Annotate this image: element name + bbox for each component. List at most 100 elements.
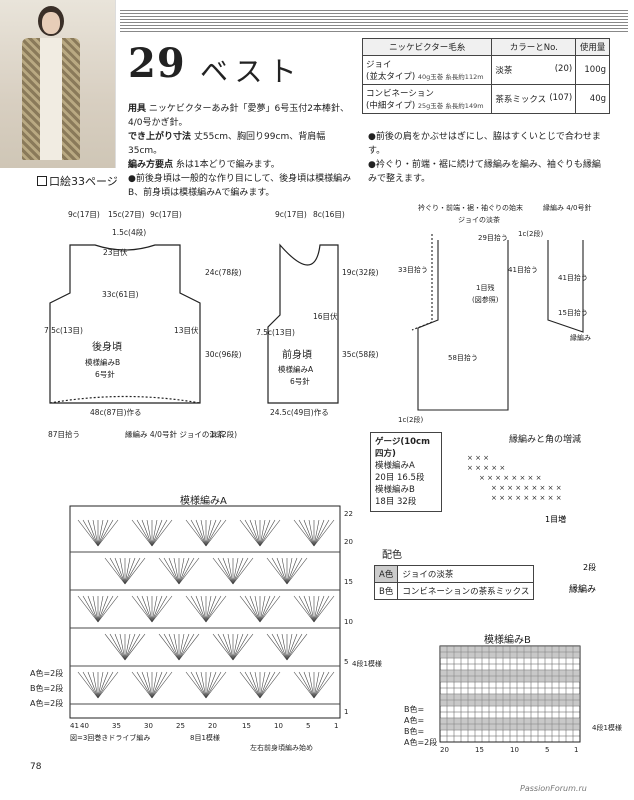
stripe-b: [440, 724, 580, 730]
svg-text:5: 5: [306, 722, 310, 730]
fan-stroke: [313, 595, 330, 623]
fan-stroke: [131, 519, 153, 547]
fan-stroke: [92, 671, 99, 699]
fan-stroke: [259, 519, 271, 547]
fan-stroke: [124, 633, 146, 661]
header-stripe: [120, 10, 628, 34]
fan-stroke: [281, 633, 288, 661]
fan-stroke: [97, 671, 114, 699]
fan-stroke: [259, 519, 276, 547]
fan-stroke: [200, 519, 207, 547]
fan-stroke: [286, 633, 303, 661]
fan-stroke: [97, 671, 104, 699]
fan-stroke: [136, 671, 153, 699]
front-dim-5: 35c(58段): [342, 349, 379, 359]
svg-text:35: 35: [112, 722, 121, 730]
pattern-a-title: 模様編みA: [180, 496, 227, 507]
fan-stroke: [124, 633, 131, 661]
fan-stroke: [151, 671, 168, 699]
amount-header: 使用量: [575, 38, 610, 56]
fan-stroke: [205, 671, 227, 699]
fan-stroke: [222, 633, 234, 661]
fan-stroke: [232, 557, 249, 585]
fan-stroke: [114, 557, 126, 585]
fan-stroke: [92, 595, 99, 623]
svg-text:10: 10: [344, 618, 353, 626]
fan-stroke: [232, 557, 254, 585]
fan-stroke: [205, 519, 212, 547]
fan-stroke: [151, 519, 158, 547]
fan-stroke: [271, 633, 288, 661]
pattern-b-side-labels: B色= A色= B色= A色=2段: [404, 705, 438, 747]
fan-stroke: [97, 519, 104, 547]
fan-stroke: [266, 633, 288, 661]
fan-stroke: [87, 519, 99, 547]
svg-text:10: 10: [510, 746, 519, 754]
yarn-cell: ジョイ(並太タイプ) 40g玉巻 糸長約112m: [361, 55, 493, 85]
stripe-b: [440, 718, 580, 724]
fan-stroke: [104, 633, 126, 661]
fan-stroke: [178, 633, 200, 661]
fan-stroke: [293, 595, 315, 623]
fan-stroke: [124, 557, 146, 585]
fan-stroke: [259, 595, 266, 623]
back-dim-10: 30c(96段): [205, 349, 242, 359]
fan-stroke: [259, 519, 281, 547]
fan-stroke: [109, 557, 126, 585]
svg-text:4段1模様: 4段1模様: [352, 659, 382, 668]
color-cell: 茶系ミックス (107): [491, 84, 577, 114]
yarn-cell: コンビネーション(中細タイプ) 25g玉巻 糸長約149m: [361, 84, 493, 114]
fan-stroke: [249, 595, 261, 623]
svg-text:20: 20: [344, 538, 353, 546]
fan-stroke: [308, 595, 315, 623]
fan-stroke: [141, 519, 153, 547]
edge-label-0: 縁編み 4/0号針: [543, 203, 592, 212]
edge-label-5: 1目残: [476, 283, 494, 292]
edge-corner-note: 1目増: [545, 514, 566, 524]
fan-stroke: [205, 519, 227, 547]
fan-stroke: [173, 633, 180, 661]
fan-stroke: [136, 595, 153, 623]
svg-text:15: 15: [242, 722, 251, 730]
front-dim-4: 19c(32段): [342, 267, 379, 277]
svg-text:4段1模様: 4段1模様: [592, 723, 622, 732]
fan-stroke: [205, 671, 222, 699]
edge-label-11: 1c(2段): [398, 415, 423, 424]
fan-stroke: [259, 519, 266, 547]
fan-stroke: [151, 519, 163, 547]
fan-stroke: [190, 671, 207, 699]
fan-stroke: [124, 557, 141, 585]
fan-stroke: [286, 633, 293, 661]
fan-stroke: [232, 633, 254, 661]
back-dim-6: 33c(61目): [102, 290, 139, 299]
fan-stroke: [141, 595, 153, 623]
fan-stroke: [119, 633, 126, 661]
svg-text:× × × × × × × × ×: × × × × × × × × ×: [491, 484, 562, 492]
fan-stroke: [151, 671, 163, 699]
fan-stroke: [298, 519, 315, 547]
back-dim-12: 87目拾う: [48, 429, 80, 439]
fan-stroke: [178, 633, 190, 661]
svg-text:1: 1: [574, 746, 578, 754]
pattern-b-chart: 20 15 10 5 1 4段1模様: [439, 645, 622, 754]
svg-text:15: 15: [475, 746, 484, 754]
fan-stroke: [195, 671, 207, 699]
pattern-b-title: 模様編みB: [484, 635, 531, 646]
fan-stroke: [293, 519, 315, 547]
fan-stroke: [151, 519, 168, 547]
fan-stroke: [168, 633, 180, 661]
edge-label-4: 33目拾う: [398, 265, 428, 274]
fan-stroke: [82, 671, 99, 699]
edge-corner-chart: 縁編みと角の増減 × × × × × × × × × × × × × × × ×…: [467, 433, 596, 595]
fan-stroke: [77, 671, 99, 699]
back-needle: 6号針: [95, 369, 115, 379]
stripe-b: [440, 652, 580, 658]
fan-stroke: [227, 557, 234, 585]
fan-stroke: [158, 557, 180, 585]
back-dim-9: 24c(78段): [205, 267, 242, 277]
fan-stroke: [195, 519, 207, 547]
fan-stroke: [313, 671, 330, 699]
fan-stroke: [97, 595, 104, 623]
fan-stroke: [178, 633, 195, 661]
svg-text:左右前身頃編み始め: 左右前身頃編み始め: [250, 743, 313, 752]
